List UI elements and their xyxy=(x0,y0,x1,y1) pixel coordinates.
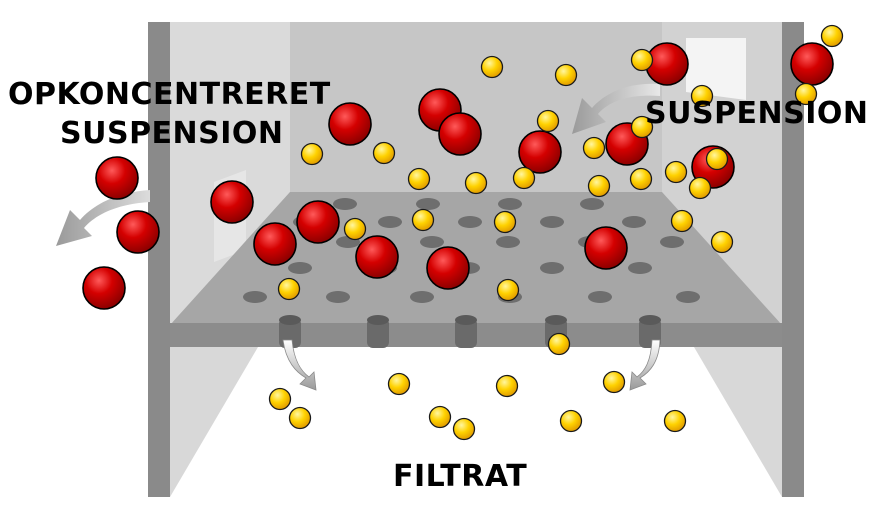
small-particle xyxy=(630,115,654,139)
large-particle xyxy=(82,266,126,310)
concentrated-suspension-label-line1: OPKONCENTRERET xyxy=(8,77,331,112)
small-particle xyxy=(820,24,844,48)
small-particle xyxy=(480,55,504,79)
filter-pore-top xyxy=(279,315,301,325)
filter-hole xyxy=(378,216,402,228)
small-particle xyxy=(387,372,411,396)
small-particle xyxy=(300,142,324,166)
large-particle xyxy=(518,130,562,174)
large-particle xyxy=(355,235,399,279)
small-particle xyxy=(372,141,396,165)
small-particle xyxy=(688,176,712,200)
filter-pore-top xyxy=(367,315,389,325)
right-frame-post xyxy=(782,22,804,497)
small-particle xyxy=(630,48,654,72)
large-particle xyxy=(438,112,482,156)
filter-hole xyxy=(410,291,434,303)
small-particle xyxy=(495,374,519,398)
large-particle xyxy=(116,210,160,254)
small-particles xyxy=(268,24,844,441)
large-particle xyxy=(584,226,628,270)
filter-hole xyxy=(588,291,612,303)
small-particle xyxy=(602,370,626,394)
filter-hole xyxy=(416,198,440,210)
small-particle xyxy=(629,167,653,191)
small-particle xyxy=(277,277,301,301)
large-particle xyxy=(296,200,340,244)
small-particle xyxy=(268,387,292,411)
large-particle xyxy=(210,180,254,224)
filter-pore-top xyxy=(545,315,567,325)
small-particle xyxy=(587,174,611,198)
filter-hole xyxy=(243,291,267,303)
lower-right-wall xyxy=(694,347,782,497)
filter-pore xyxy=(455,318,477,348)
filter-hole xyxy=(540,216,564,228)
outflow-arrow xyxy=(56,190,150,246)
large-particle xyxy=(790,42,834,86)
small-particle xyxy=(536,109,560,133)
small-particle xyxy=(288,406,312,430)
large-particle xyxy=(426,246,470,290)
filtrate-label: FILTRAT xyxy=(393,459,528,494)
small-particle xyxy=(464,171,488,195)
filtrate-arrow-left xyxy=(282,339,317,391)
filter-hole xyxy=(540,262,564,274)
filter-hole xyxy=(628,262,652,274)
small-particle xyxy=(493,210,517,234)
filter-pore xyxy=(367,318,389,348)
left-side-wall xyxy=(170,22,290,325)
filter-pore-top xyxy=(639,315,661,325)
filter-pore-top xyxy=(455,315,477,325)
filter-hole xyxy=(458,216,482,228)
small-particle xyxy=(664,160,688,184)
filter-hole xyxy=(676,291,700,303)
small-particle xyxy=(705,147,729,171)
lower-left-wall xyxy=(170,347,258,497)
small-particle xyxy=(559,409,583,433)
small-particle xyxy=(710,230,734,254)
small-particle xyxy=(428,405,452,429)
small-particle xyxy=(794,82,818,106)
small-particle xyxy=(343,217,367,241)
small-particle xyxy=(547,332,571,356)
small-particle xyxy=(452,417,476,441)
filter-hole xyxy=(498,198,522,210)
filter-hole xyxy=(288,262,312,274)
filter-hole xyxy=(580,198,604,210)
small-particle xyxy=(670,209,694,233)
inlet-window xyxy=(686,38,746,100)
small-particle xyxy=(512,166,536,190)
large-particle xyxy=(328,102,372,146)
filter-hole xyxy=(333,198,357,210)
filter-hole xyxy=(660,236,684,248)
suspension-label: SUSPENSION xyxy=(645,96,869,131)
left-frame-post xyxy=(148,22,170,497)
filter-hole xyxy=(622,216,646,228)
large-particles xyxy=(82,42,834,310)
small-particle xyxy=(407,167,431,191)
small-particle xyxy=(554,63,578,87)
filtrate-arrow-right xyxy=(629,339,661,391)
small-particle xyxy=(496,278,520,302)
small-particle xyxy=(411,208,435,232)
large-particle xyxy=(253,222,297,266)
concentrated-suspension-label-line2: SUSPENSION xyxy=(60,116,284,151)
filter-hole xyxy=(326,291,350,303)
small-particle xyxy=(690,84,714,108)
small-particle xyxy=(582,136,606,160)
filter-hole xyxy=(496,236,520,248)
inflow-arrow xyxy=(572,83,660,134)
small-particle xyxy=(663,409,687,433)
large-particle xyxy=(95,156,139,200)
filter-hole xyxy=(420,236,444,248)
